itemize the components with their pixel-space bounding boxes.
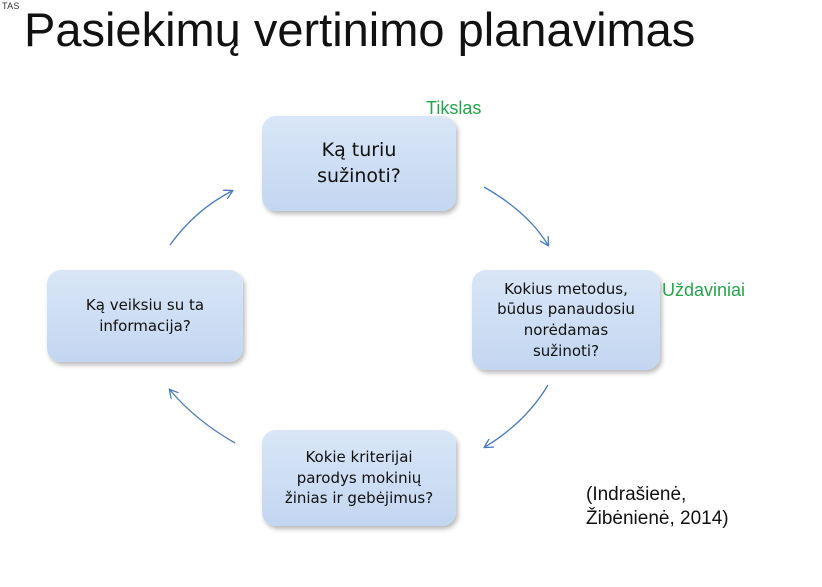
arrow-right-to-bottom xyxy=(485,384,549,447)
node-use-of-information: Ką veiksiu su ta informacija? xyxy=(47,270,243,362)
node-methods: Kokius metodus, būdus panaudosiu norėdam… xyxy=(472,270,660,370)
corner-label: TAS xyxy=(2,1,20,11)
arrow-bottom-to-left xyxy=(170,390,236,444)
arrow-left-to-top xyxy=(169,191,232,246)
node-criteria: Kokie kriterijai parodys mokinių žinias … xyxy=(262,430,456,526)
slide-title: Pasiekimų vertinimo planavimas xyxy=(24,3,696,56)
arrow-top-to-right xyxy=(483,186,548,245)
citation: (Indrašienė, Žibėnienė, 2014) xyxy=(586,484,729,529)
node-top-text: Ką turiu sužinoti? xyxy=(317,139,401,187)
node-right-text: Kokius metodus, būdus panaudosiu norėdam… xyxy=(497,279,635,360)
node-left-text: Ką veiksiu su ta informacija? xyxy=(85,296,205,335)
label-tasks: Uždaviniai xyxy=(662,280,746,300)
node-bottom-text: Kokie kriterijai parodys mokinių žinias … xyxy=(284,447,434,508)
node-what-to-find-out: Ką turiu sužinoti? xyxy=(262,116,456,211)
label-goal: Tikslas xyxy=(426,98,482,118)
